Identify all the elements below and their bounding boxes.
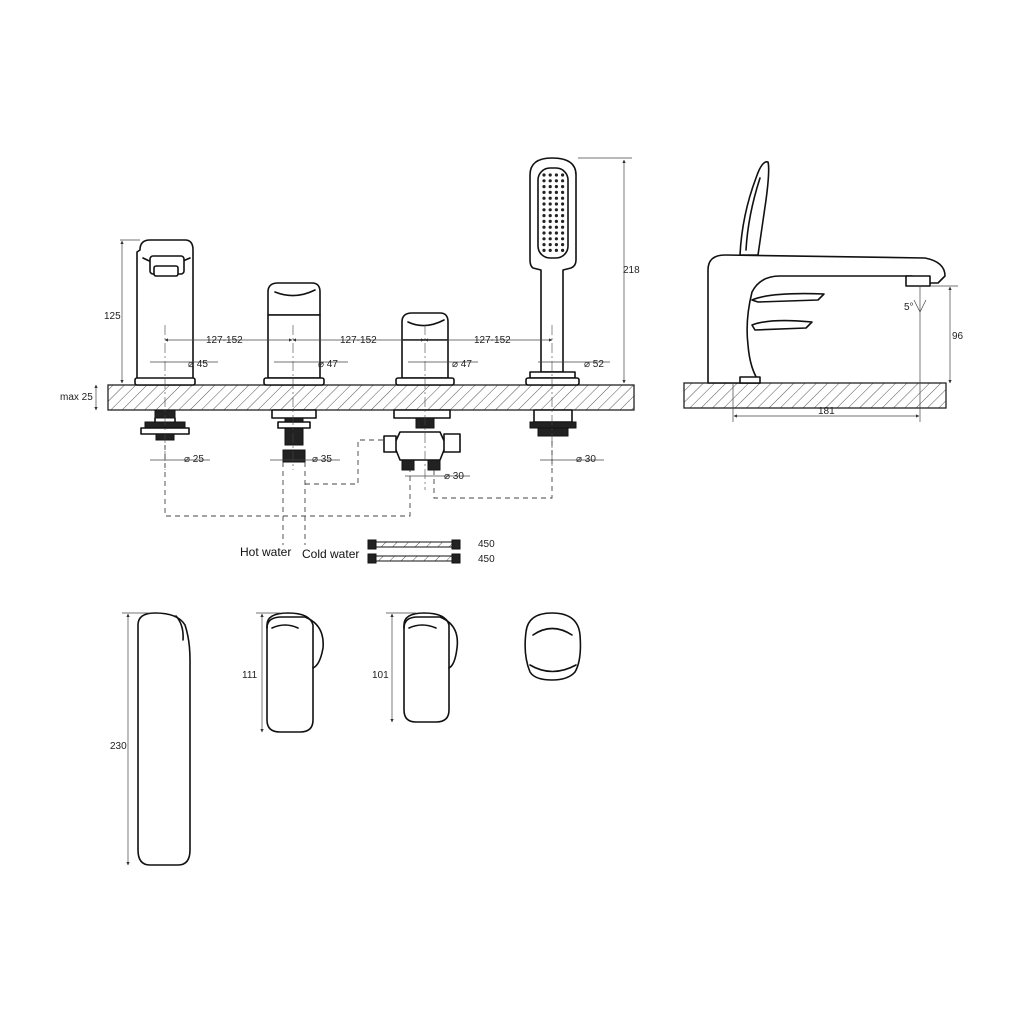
spray-hole (554, 225, 559, 229)
spray-hole (542, 173, 546, 177)
hot-valve-front (263, 282, 325, 463)
dimension-lines (94, 157, 958, 866)
spray-hole (561, 190, 565, 194)
spray-hole (554, 185, 559, 189)
spray-hole (542, 231, 546, 235)
spray-hole (554, 237, 559, 241)
spray-hole (561, 173, 565, 177)
label-dia-shower-top: ⌀ 52 (584, 359, 604, 370)
label-spacing-3: 127-152 (474, 335, 511, 346)
spray-hole (554, 202, 559, 206)
countertop-front (107, 384, 635, 411)
label-hose-1: 450 (478, 539, 495, 550)
spray-hole (548, 190, 552, 194)
spray-hole (554, 190, 559, 194)
spray-hole (554, 196, 559, 200)
spray-hole (542, 208, 546, 212)
spray-hole (561, 243, 565, 247)
hose-connections (164, 439, 553, 545)
spray-hole (542, 185, 546, 189)
spray-hole (542, 243, 546, 247)
spray-hole (548, 185, 552, 189)
spray-hole (561, 248, 565, 252)
spray-hole (548, 243, 552, 247)
label-hot-water: Hot water (240, 545, 291, 559)
spray-hole (561, 179, 565, 183)
spray-hole (548, 208, 552, 212)
flexible-hoses (367, 539, 461, 564)
spray-hole (554, 214, 559, 218)
spray-hole (548, 231, 552, 235)
spray-hole (554, 208, 559, 212)
spray-hole (554, 243, 559, 247)
label-spacing-2: 127-152 (340, 335, 377, 346)
spray-hole (561, 237, 565, 241)
spray-hole (542, 237, 546, 241)
spray-hole (554, 219, 559, 223)
label-dia-hot-bottom: ⌀ 35 (312, 454, 332, 465)
label-cold-water: Cold water (302, 547, 359, 561)
spray-hole (554, 248, 559, 252)
spray-hole (542, 179, 546, 183)
spray-hole (554, 179, 559, 183)
cold-lever-top-view (403, 612, 459, 723)
label-dia-shower-bottom: ⌀ 30 (576, 454, 596, 465)
label-height-spout: 125 (104, 311, 121, 322)
hot-lever-top-view (266, 612, 324, 733)
spray-hole (548, 219, 552, 223)
spout-side-view (707, 161, 946, 384)
label-spacing-1: 127-152 (206, 335, 243, 346)
label-dia-diverter-bottom: ⌀ 30 (444, 471, 464, 482)
spray-hole (554, 173, 559, 177)
label-dia-cold-top: ⌀ 47 (452, 359, 472, 370)
shower-spray-holes (542, 173, 565, 252)
label-height-shower: 218 (623, 265, 640, 276)
spray-hole (561, 196, 565, 200)
spray-hole (542, 225, 546, 229)
spray-hole (561, 225, 565, 229)
spray-hole (561, 214, 565, 218)
water-labels: Hot water Cold water (240, 545, 359, 561)
spray-hole (561, 231, 565, 235)
label-dia-spout-bottom: ⌀ 25 (184, 454, 204, 465)
label-angle-side: 5° (904, 302, 914, 313)
countertop-side (683, 382, 947, 409)
spray-hole (561, 208, 565, 212)
label-height-lever-1: 111 (242, 670, 258, 681)
spray-hole (542, 219, 546, 223)
label-hose-2: 450 (478, 554, 495, 565)
label-dia-spout-top: ⌀ 45 (188, 359, 208, 370)
label-height-side: 96 (952, 331, 964, 342)
spray-hole (554, 231, 559, 235)
hand-shower-front (525, 157, 580, 437)
label-max-depth: max 25 (60, 392, 93, 403)
spray-hole (542, 190, 546, 194)
spray-hole (561, 202, 565, 206)
spray-hole (548, 214, 552, 218)
label-height-lever-2: 101 (372, 670, 389, 681)
label-height-spout-top: 230 (110, 741, 127, 752)
spray-hole (561, 185, 565, 189)
spray-hole (548, 179, 552, 183)
spray-hole (548, 248, 552, 252)
label-length-side: 181 (818, 406, 835, 417)
shower-holder-top-view (524, 612, 582, 681)
label-dia-hot-top: ⌀ 47 (318, 359, 338, 370)
spray-hole (548, 196, 552, 200)
spray-hole (542, 248, 546, 252)
spray-hole (542, 196, 546, 200)
spray-hole (548, 225, 552, 229)
spray-hole (561, 219, 565, 223)
spray-hole (542, 202, 546, 206)
spray-hole (548, 173, 552, 177)
spray-hole (548, 202, 552, 206)
dimension-labels: max 25 125 218 96 181 5° 127-152 127-152… (60, 265, 964, 752)
spout-top-view (137, 612, 191, 866)
spray-hole (548, 237, 552, 241)
spray-hole (542, 214, 546, 218)
